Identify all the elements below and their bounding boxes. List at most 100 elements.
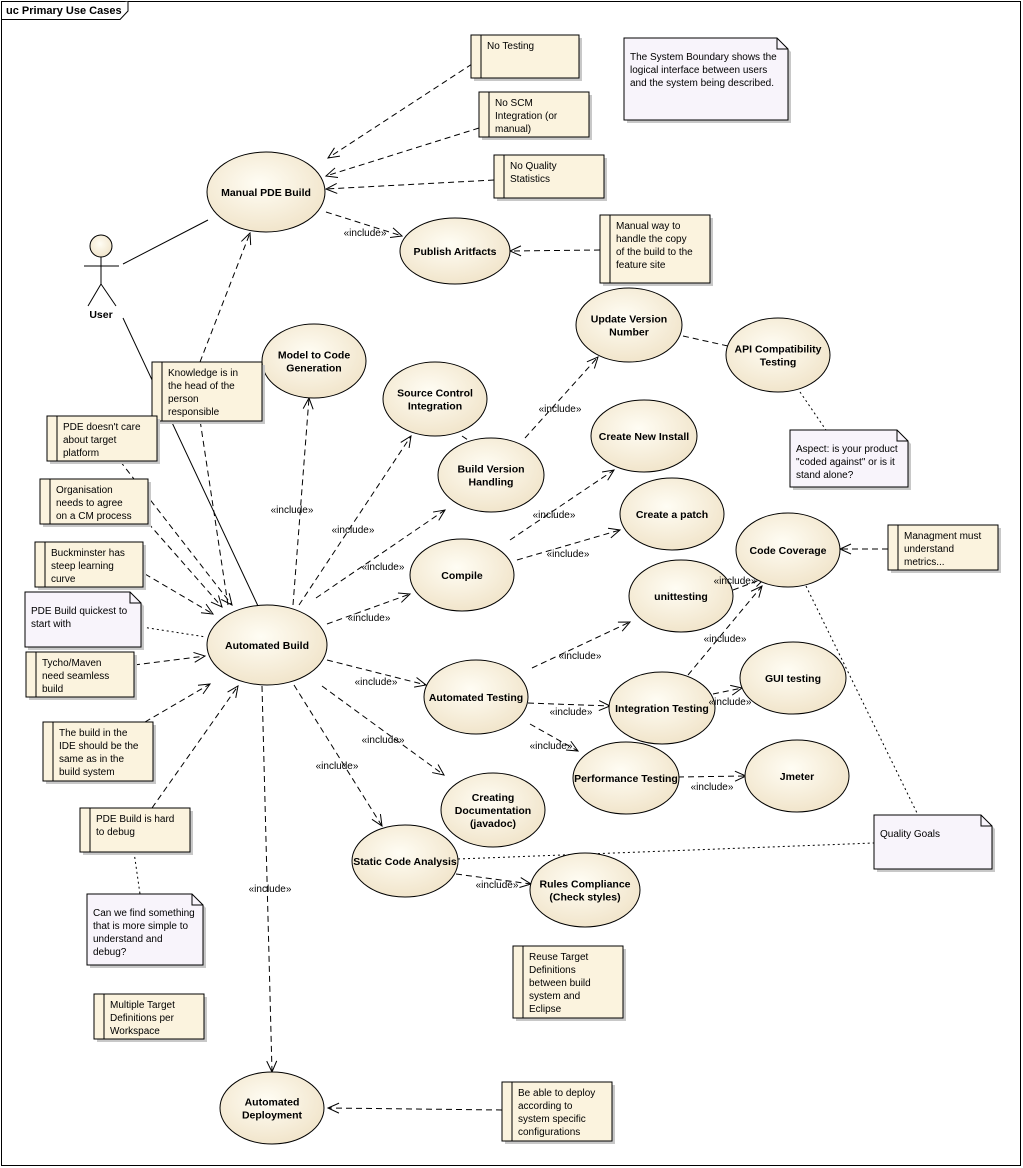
note-label: understand and xyxy=(93,934,163,945)
use-case-rules-compliance[interactable]: Rules Compliance(Check styles) xyxy=(529,852,641,928)
use-case-shape xyxy=(206,604,328,686)
include-stereotype-label: «include» xyxy=(249,884,292,895)
requirement-label: IDE should be the xyxy=(59,741,139,752)
requirement-no-testing[interactable]: No Testing xyxy=(470,34,582,81)
use-case-shape xyxy=(619,477,725,551)
requirement-label: Definitions per xyxy=(110,1013,175,1024)
use-case-shape xyxy=(725,317,831,393)
requirement-management[interactable]: Managment mustunderstandmetrics... xyxy=(887,524,1001,573)
include-stereotype-label: «include» xyxy=(539,404,582,415)
note-fold xyxy=(896,430,908,442)
requirement-label: The build in the xyxy=(59,728,128,739)
use-case-shape xyxy=(219,1071,325,1145)
connector-line xyxy=(122,317,259,607)
use-case-label: Code Coverage xyxy=(749,545,826,557)
use-case-label: Documentation xyxy=(455,805,531,817)
include-stereotype-label: «include» xyxy=(547,549,590,560)
requirement-box xyxy=(151,361,263,422)
requirement-label: No SCM xyxy=(495,98,533,109)
requirement-label: Be able to deploy xyxy=(518,1088,595,1099)
requirement-label: No Quality xyxy=(510,161,557,172)
use-case-label: Build Version xyxy=(457,464,524,476)
note-fold xyxy=(191,894,203,906)
use-case-create-patch[interactable]: Create a patch xyxy=(619,477,725,551)
use-case-performance-testing[interactable]: Performance Testing xyxy=(572,741,680,815)
note-quality-goals[interactable]: Quality Goals xyxy=(873,814,995,872)
use-case-compile[interactable]: Compile xyxy=(409,538,515,612)
note-label: logical interface between users xyxy=(630,65,767,76)
requirement-label: person xyxy=(168,394,199,405)
requirement-label: manual) xyxy=(495,124,531,135)
use-case-label: Create New Install xyxy=(599,431,690,443)
requirement-label: the head of the xyxy=(168,381,235,392)
use-case-shape xyxy=(735,512,841,588)
requirement-box xyxy=(599,214,711,284)
note-box xyxy=(789,429,909,488)
use-case-shape xyxy=(739,641,847,715)
use-case-code-coverage[interactable]: Code Coverage xyxy=(735,512,841,588)
use-case-label: Create a patch xyxy=(636,509,708,521)
include-stereotype-label: «include» xyxy=(550,707,593,718)
use-case-integration-testing[interactable]: Integration Testing xyxy=(608,671,716,745)
use-case-shape xyxy=(399,217,511,285)
use-case-shape xyxy=(575,287,683,363)
frame-label: uc Primary Use Cases xyxy=(6,5,122,17)
requirement-label: need seamless xyxy=(42,671,109,682)
use-case-static-code[interactable]: Static Code Analysis xyxy=(351,824,459,898)
note-label: Aspect: is your product xyxy=(796,444,898,455)
use-case-shape xyxy=(261,323,367,399)
note-aspect[interactable]: Aspect: is your product"coded against" o… xyxy=(789,429,911,490)
use-case-automated-testing[interactable]: Automated Testing xyxy=(423,659,529,735)
connectors-layer xyxy=(119,63,919,1114)
use-case-unittesting[interactable]: unittesting xyxy=(628,559,734,633)
requirement-label: No Testing xyxy=(487,41,534,52)
use-case-label: Automated Testing xyxy=(429,692,523,704)
connector-line xyxy=(133,651,207,666)
requirement-label: Workspace xyxy=(110,1026,160,1037)
note-fold xyxy=(129,592,141,604)
connector-line xyxy=(455,873,533,888)
actor-user[interactable]: User xyxy=(84,234,119,321)
include-stereotype-label: «include» xyxy=(709,697,752,708)
requirement-label: handle the copy xyxy=(616,234,687,245)
use-case-publish-artifacts[interactable]: Publish Aritfacts xyxy=(399,217,511,285)
use-case-jmeter[interactable]: Jmeter xyxy=(744,739,850,813)
use-case-label: Update Version xyxy=(591,314,667,326)
connector-line xyxy=(732,576,767,591)
requirement-box xyxy=(79,807,191,853)
use-case-gui-testing[interactable]: GUI testing xyxy=(739,641,847,715)
connector-line xyxy=(325,211,404,238)
include-stereotype-label: «include» xyxy=(344,228,387,239)
requirement-label: build xyxy=(42,684,63,695)
use-case-automated-build[interactable]: Automated Build xyxy=(206,604,328,686)
connector-line xyxy=(144,573,215,615)
requirement-label: metrics... xyxy=(904,557,945,568)
use-case-manual-pde-build[interactable]: Manual PDE Build xyxy=(206,151,326,233)
use-case-create-install[interactable]: Create New Install xyxy=(590,399,698,473)
